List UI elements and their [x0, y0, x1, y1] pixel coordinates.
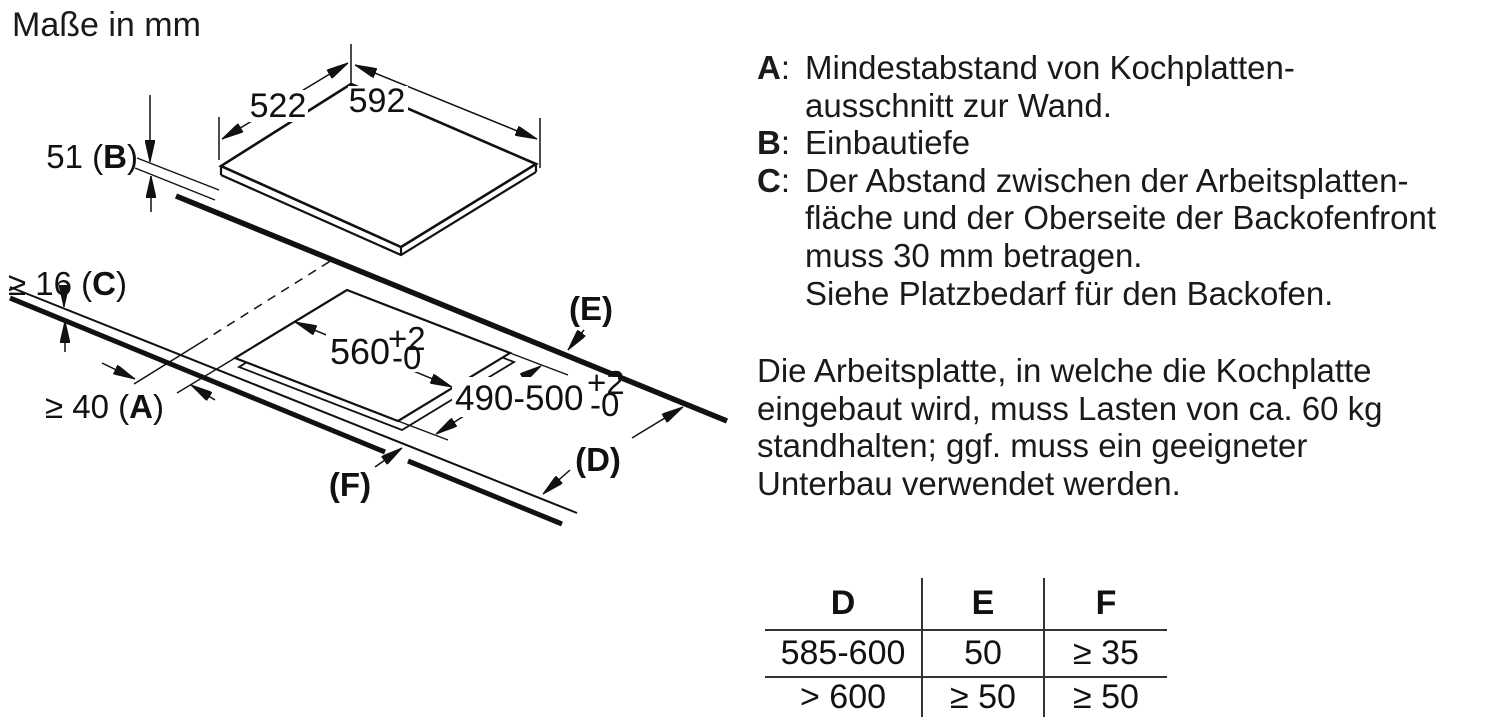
legend-line: ausschnitt zur Wand. — [805, 86, 1112, 124]
note-line: standhalten; ggf. muss ein geeigneter — [757, 427, 1308, 465]
legend-line: Siehe Platzbedarf für den Backofen. — [805, 274, 1334, 312]
label-f: (F) — [329, 447, 403, 503]
legend-line: fläche und der Oberseite der Backofenfro… — [805, 199, 1437, 237]
table-cell: ≥ 35 — [1044, 630, 1167, 678]
legend-key-a: A — [757, 49, 781, 86]
installation-diagram: 522 592 51 (B) ≥ 16 (C) ≥ 40 (A) — [8, 44, 729, 527]
label-d: (D) — [542, 406, 684, 495]
dim-490-tol-minus: -0 — [590, 386, 619, 423]
legend-item-a: A: Mindestabstand von Kochplatten- aussc… — [757, 49, 1436, 124]
dim-560-label: 560 — [330, 331, 390, 372]
dimension-table: D E F 585-600 50 ≥ 35 > 600 ≥ 50 ≥ 50 — [765, 578, 1167, 717]
note-line: Die Arbeitsplatte, in welche die Kochpla… — [757, 352, 1372, 389]
dimension-51-b: 51 (B) — [46, 95, 220, 212]
legend-item-c: C: Der Abstand zwischen der Arbeitsplatt… — [757, 161, 1437, 312]
dimension-522: 522 — [218, 44, 352, 160]
legend-line: Der Abstand zwischen der Arbeitsplatten- — [805, 161, 1409, 199]
table-header-f: F — [1044, 578, 1167, 631]
table-cell: 585-600 — [765, 630, 923, 678]
table-cell: 50 — [922, 630, 1045, 678]
worktop-outline — [9, 193, 729, 527]
note-line: eingebaut wird, muss Lasten von ca. 60 k… — [757, 389, 1383, 427]
dim-560-tol-plus: +2 — [388, 320, 426, 357]
legend-line: Mindestabstand von Kochplatten- — [805, 49, 1295, 86]
dim-c-label: ≥ 16 (C) — [8, 265, 127, 302]
svg-text:(E): (E) — [569, 290, 613, 327]
dimension-490-500: 490-500 +2 -0 — [435, 364, 625, 435]
load-note: Die Arbeitsplatte, in welche die Kochpla… — [757, 352, 1383, 502]
table-cell: ≥ 50 — [1073, 678, 1139, 716]
table-header-e: E — [922, 578, 1045, 631]
dimension-592: 592 — [348, 64, 541, 168]
note-line: Unterbau verwendet werden. — [757, 464, 1181, 502]
svg-text:(D): (D) — [575, 441, 621, 478]
page-title: Maße in mm — [12, 6, 201, 44]
dim-522-label: 522 — [250, 87, 307, 125]
dim-b-label: 51 (B) — [46, 138, 138, 175]
table-cell: ≥ 50 — [922, 677, 1045, 717]
dim-a-label: ≥ 40 (A) — [45, 388, 164, 425]
dim-592-label: 592 — [349, 82, 406, 120]
table-header-d: D — [765, 578, 923, 631]
legend: A: Mindestabstand von Kochplatten- aussc… — [757, 49, 1436, 312]
svg-text:(F): (F) — [329, 466, 371, 503]
dim-490-tol-plus: +2 — [587, 364, 625, 401]
legend-key-c: C — [757, 161, 781, 199]
legend-line: Einbautiefe — [805, 124, 971, 162]
label-e: (E) — [567, 290, 613, 351]
legend-line: muss 30 mm betragen. — [805, 236, 1143, 274]
dimension-40-a: ≥ 40 (A) — [45, 362, 216, 425]
dim-560-tol-minus: -0 — [392, 339, 421, 376]
dim-490-label: 490-500 — [455, 379, 583, 418]
dimension-560: 560 +2 -0 — [295, 320, 452, 388]
table-cell: > 600 — [765, 677, 923, 717]
legend-item-b: B: Einbautiefe — [757, 124, 1436, 162]
legend-key-b: B — [757, 124, 781, 162]
dimension-16-c: ≥ 16 (C) — [8, 265, 127, 352]
